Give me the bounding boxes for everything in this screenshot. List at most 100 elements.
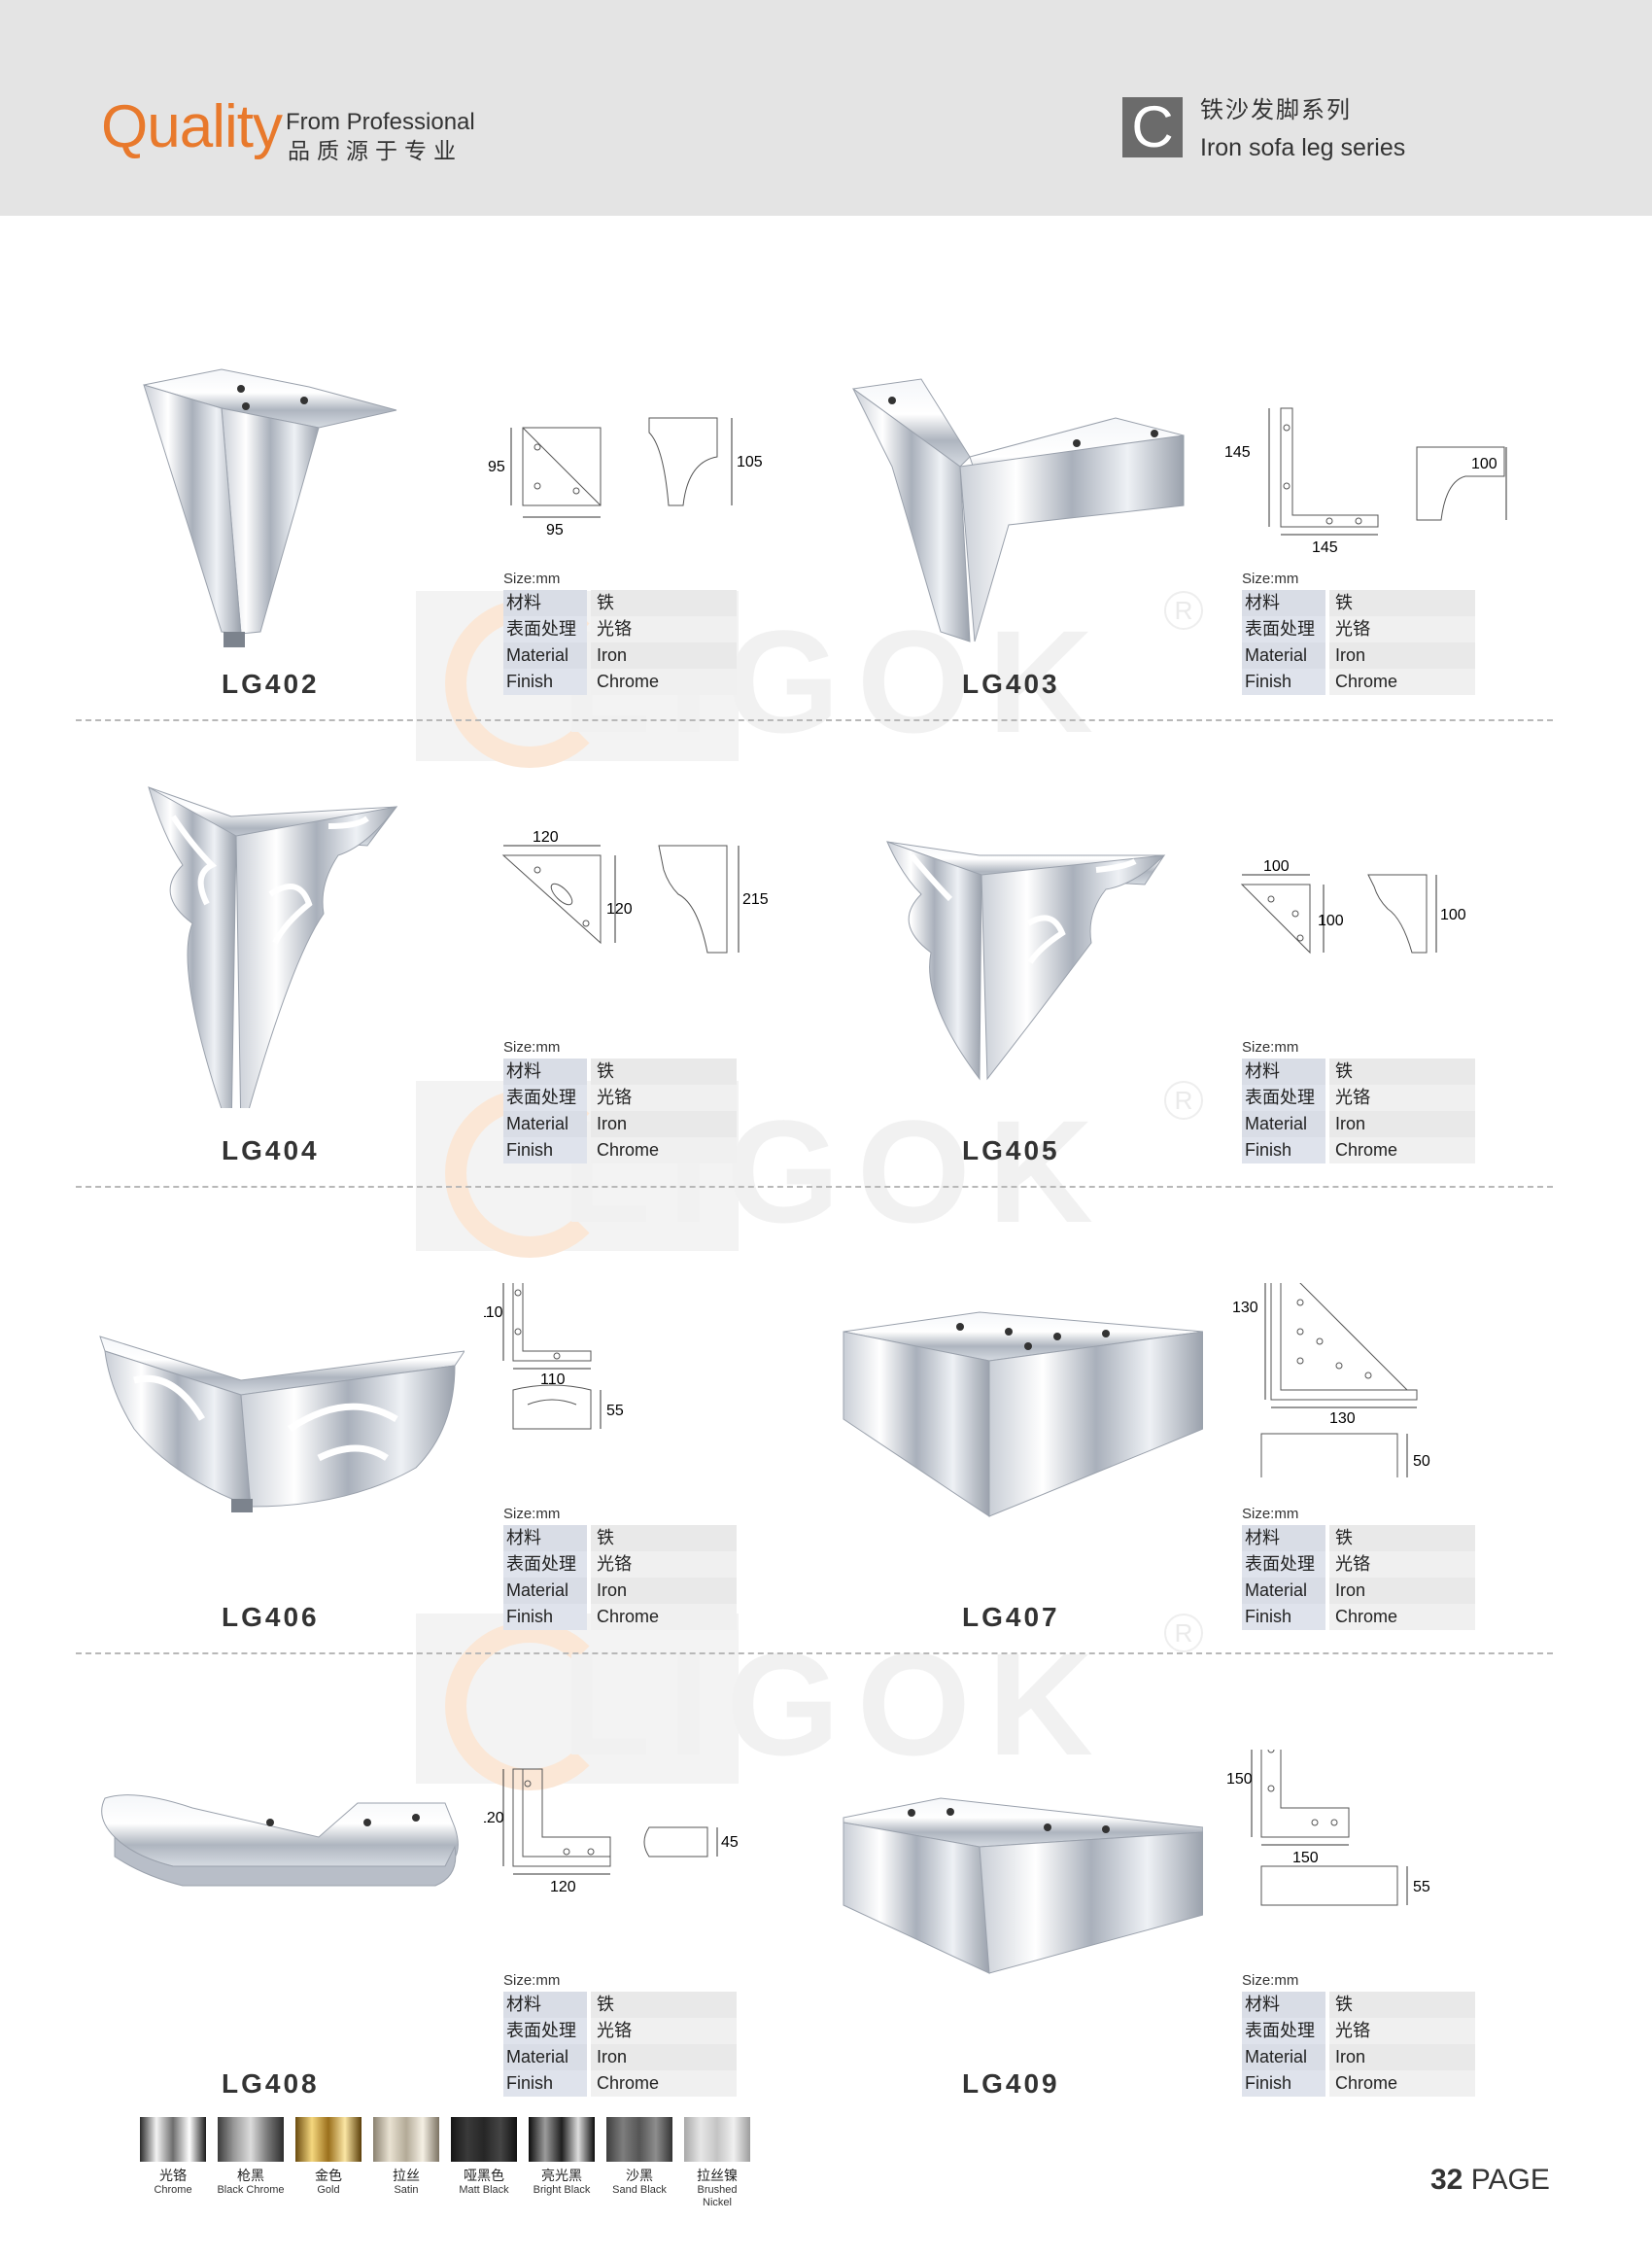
swatch-chip [606, 2117, 672, 2162]
dim-label: 130 [1232, 1300, 1258, 1316]
dim-label: 45 [721, 1834, 739, 1851]
page-number-value: 32 [1430, 2164, 1463, 2196]
dimension-drawing: 110 110 55 [484, 1283, 624, 1430]
spec-row-material-cn: 材料铁 [503, 1525, 737, 1551]
product-photo [101, 1794, 459, 1887]
row-divider [76, 719, 1553, 721]
dimension-drawing: 120 120 215 [501, 829, 769, 954]
page-number: 32 PAGE [1430, 2166, 1550, 2195]
dim-label: 110 [484, 1304, 503, 1321]
dimension-drawing: 120 120 45 [484, 1768, 739, 1895]
spec-row-finish-cn: 表面处理光铬 [503, 1085, 737, 1111]
swatch-chip [451, 2117, 517, 2162]
spec-row-finish-cn: 表面处理光铬 [1242, 1085, 1475, 1111]
product-photo [843, 1797, 1203, 1974]
dim-label: 145 [1312, 539, 1338, 556]
dim-label: 100 [1318, 913, 1344, 929]
spec-row-material-cn: 材料铁 [1242, 1992, 1475, 2018]
swatch-chip [140, 2117, 206, 2162]
spec-row-finish-cn: 表面处理光铬 [1242, 616, 1475, 642]
swatch-chip [684, 2117, 750, 2162]
spec-row-finish-cn: 表面处理光铬 [1242, 1551, 1475, 1578]
series-title-en: Iron sofa leg series [1200, 134, 1406, 161]
dim-label: 95 [488, 459, 505, 475]
dim-label: 215 [742, 891, 769, 908]
product-photo [886, 841, 1166, 1081]
spec-row-finish-cn: 表面处理光铬 [503, 2018, 737, 2044]
dim-label: 100 [1471, 456, 1497, 472]
product-photo [148, 785, 398, 1108]
dim-label: 105 [737, 454, 763, 470]
product-code: LG408 [222, 2068, 320, 2099]
product-photo [99, 1336, 465, 1512]
dimension-drawing: 130 130 50 [1232, 1283, 1430, 1477]
series-title-cn: 铁沙发脚系列 [1200, 97, 1352, 123]
dim-label: 150 [1226, 1771, 1253, 1788]
product-code: LG404 [222, 1135, 320, 1165]
brand-subtitle-en: From Professional [286, 109, 475, 135]
dim-label: 50 [1413, 1453, 1430, 1470]
size-unit: Size:mm [503, 1506, 561, 1522]
spec-row-material-cn: 材料铁 [503, 1059, 737, 1085]
size-unit: Size:mm [1242, 571, 1299, 587]
swatch-chip [373, 2117, 439, 2162]
series-letter-badge: C [1122, 97, 1183, 157]
dim-label: 120 [484, 1810, 504, 1826]
dim-label: 100 [1440, 907, 1466, 923]
product-code: LG402 [222, 669, 320, 699]
spec-row-material-cn: 材料铁 [503, 590, 737, 616]
spec-row-material-cn: 材料铁 [503, 1992, 737, 2018]
product-photo [851, 378, 1185, 642]
dim-label: 95 [546, 522, 564, 538]
brand-quality: Quality [101, 93, 283, 160]
spec-row-material-cn: 材料铁 [1242, 1525, 1475, 1551]
size-unit: Size:mm [503, 1039, 561, 1056]
spec-row-material-cn: 材料铁 [1242, 1059, 1475, 1085]
dimension-drawing: 150 150 55 [1226, 1750, 1430, 1906]
dim-label: 55 [1413, 1879, 1430, 1895]
swatch-chip [529, 2117, 595, 2162]
dim-label: 100 [1263, 858, 1290, 875]
product-photo [843, 1311, 1203, 1517]
spec-row-finish-cn: 表面处理光铬 [1242, 2018, 1475, 2044]
product-code: LG409 [962, 2068, 1060, 2099]
dim-label: 130 [1329, 1410, 1356, 1427]
dimension-drawing: 100 100 100 [1240, 858, 1466, 955]
dim-label: 120 [606, 901, 633, 918]
page-label: PAGE [1470, 2164, 1550, 2196]
dimension-drawing: 95 95 105 [488, 417, 763, 538]
swatch-chip [295, 2117, 361, 2162]
dim-label: 120 [550, 1879, 576, 1895]
